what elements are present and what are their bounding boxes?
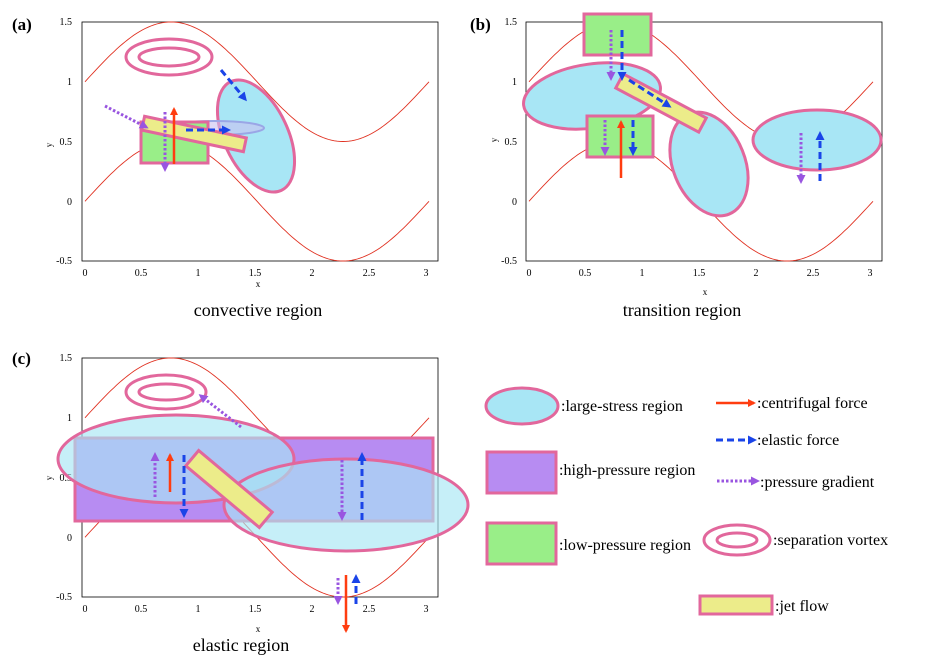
legend-high-pressure: :high-pressure region — [559, 462, 695, 479]
large-stress-legend-icon — [484, 386, 560, 426]
low-pressure-region — [582, 12, 653, 57]
panel-a-xlabel: x — [256, 279, 261, 289]
pressure-gradient-arrow — [198, 394, 242, 429]
panel-a-ylabel: y — [44, 142, 54, 147]
panel-a-xtick: 1.5 — [249, 268, 262, 279]
panel-a-xtick: 0.5 — [135, 268, 148, 279]
panel-b-xlabel: x — [703, 287, 708, 297]
legend-separation-vortex: :separation vortex — [773, 532, 888, 549]
panel-c-title: elastic region — [193, 635, 289, 655]
panel-c-xtick: 1 — [196, 604, 201, 615]
panel-b-xtick: 3 — [868, 268, 873, 279]
panel-a-ytick: 1 — [67, 77, 72, 88]
panel-a-ytick: 0.5 — [60, 137, 73, 148]
legend-centrifugal-force: :centrifugal force — [757, 395, 868, 412]
panel-b-label: (b) — [470, 15, 491, 34]
large-stress-region — [751, 108, 883, 172]
panel-b-ytick: 1.5 — [505, 17, 518, 28]
panel-b-xtick: 1 — [640, 268, 645, 279]
panel-b-title: transition region — [623, 300, 741, 320]
panel-b-xtick: 2.5 — [807, 268, 820, 279]
panel-c-ytick: 0 — [67, 533, 72, 544]
panel-c-xtick: 2.5 — [363, 604, 376, 615]
separation-vortex-legend-icon — [702, 523, 772, 557]
panel-c-xtick: 0 — [83, 604, 88, 615]
panel-a: (a) 1.5 1 0.5 0 -0.5 0 0.5 1 1.5 2 2.5 3… — [12, 15, 439, 320]
panel-a-label: (a) — [12, 15, 32, 34]
panel-a-xtick: 3 — [424, 268, 429, 279]
separation-vortex-icon — [137, 382, 195, 402]
large-stress-region — [668, 110, 750, 218]
panel-b: (b) 1.5 1 0.5 0 -0.5 0 0.5 1 1.5 2 2.5 3… — [470, 12, 883, 320]
separation-vortex-icon — [124, 37, 214, 77]
panel-c-label: (c) — [12, 349, 31, 368]
legend-large-stress: :large-stress region — [561, 398, 683, 415]
panel-c-xtick: 1.5 — [249, 604, 262, 615]
legend: :large-stress region :centrifugal force … — [484, 386, 888, 616]
panel-b-xtick: 2 — [754, 268, 759, 279]
panel-b-ytick: 1 — [512, 77, 517, 88]
panel-c-ytick: 1 — [67, 413, 72, 424]
large-stress-region — [222, 457, 470, 553]
panel-c-ylabel: y — [44, 475, 54, 480]
panel-c: (c) 1.5 1 0.5 0 -0.5 0 0.5 1 1.5 2 2.5 3… — [12, 349, 470, 655]
legend-elastic-force: :elastic force — [757, 432, 839, 449]
separation-vortex-icon — [124, 373, 208, 411]
legend-jet-flow: :jet flow — [775, 598, 829, 615]
panel-a-upper-wall — [84, 21, 430, 142]
panel-a-ytick: -0.5 — [56, 256, 72, 267]
panel-b-ytick: 0 — [512, 197, 517, 208]
jet-flow — [183, 448, 275, 530]
panel-a-xtick: 2.5 — [363, 268, 376, 279]
panel-c-ytick: 1.5 — [60, 353, 73, 364]
jet-flow-legend-icon — [698, 594, 774, 616]
panel-a-ytick: 1.5 — [60, 17, 73, 28]
elastic-force-arrow — [219, 69, 247, 102]
panel-c-xtick: 3 — [424, 604, 429, 615]
panel-a-xtick: 0 — [83, 268, 88, 279]
panel-c-ytick: -0.5 — [56, 592, 72, 603]
panel-b-xtick: 1.5 — [693, 268, 706, 279]
legend-pressure-gradient: :pressure gradient — [760, 474, 875, 491]
panel-b-xtick: 0 — [527, 268, 532, 279]
panel-b-ytick: -0.5 — [501, 256, 517, 267]
high-pressure-legend-icon — [485, 450, 558, 495]
low-pressure-legend-icon — [485, 521, 558, 566]
panel-b-xtick: 0.5 — [579, 268, 592, 279]
panel-a-xtick: 1 — [196, 268, 201, 279]
panel-c-ytick: 0.5 — [60, 473, 73, 484]
pressure-gradient-arrow — [104, 104, 149, 129]
panel-c-xtick: 2 — [310, 604, 315, 615]
panel-b-ytick: 0.5 — [505, 137, 518, 148]
panel-a-ytick: 0 — [67, 197, 72, 208]
legend-low-pressure: :low-pressure region — [559, 537, 691, 554]
panel-a-xtick: 2 — [310, 268, 315, 279]
separation-vortex-icon — [137, 46, 201, 68]
panel-a-frame — [81, 21, 439, 262]
panel-a-title: convective region — [194, 300, 322, 320]
elastic-force-arrow — [628, 78, 672, 108]
panel-c-xlabel: x — [256, 624, 261, 634]
panel-b-ylabel: y — [489, 137, 499, 142]
panel-c-xtick: 0.5 — [135, 604, 148, 615]
separation-vortex-legend-icon — [715, 531, 759, 549]
